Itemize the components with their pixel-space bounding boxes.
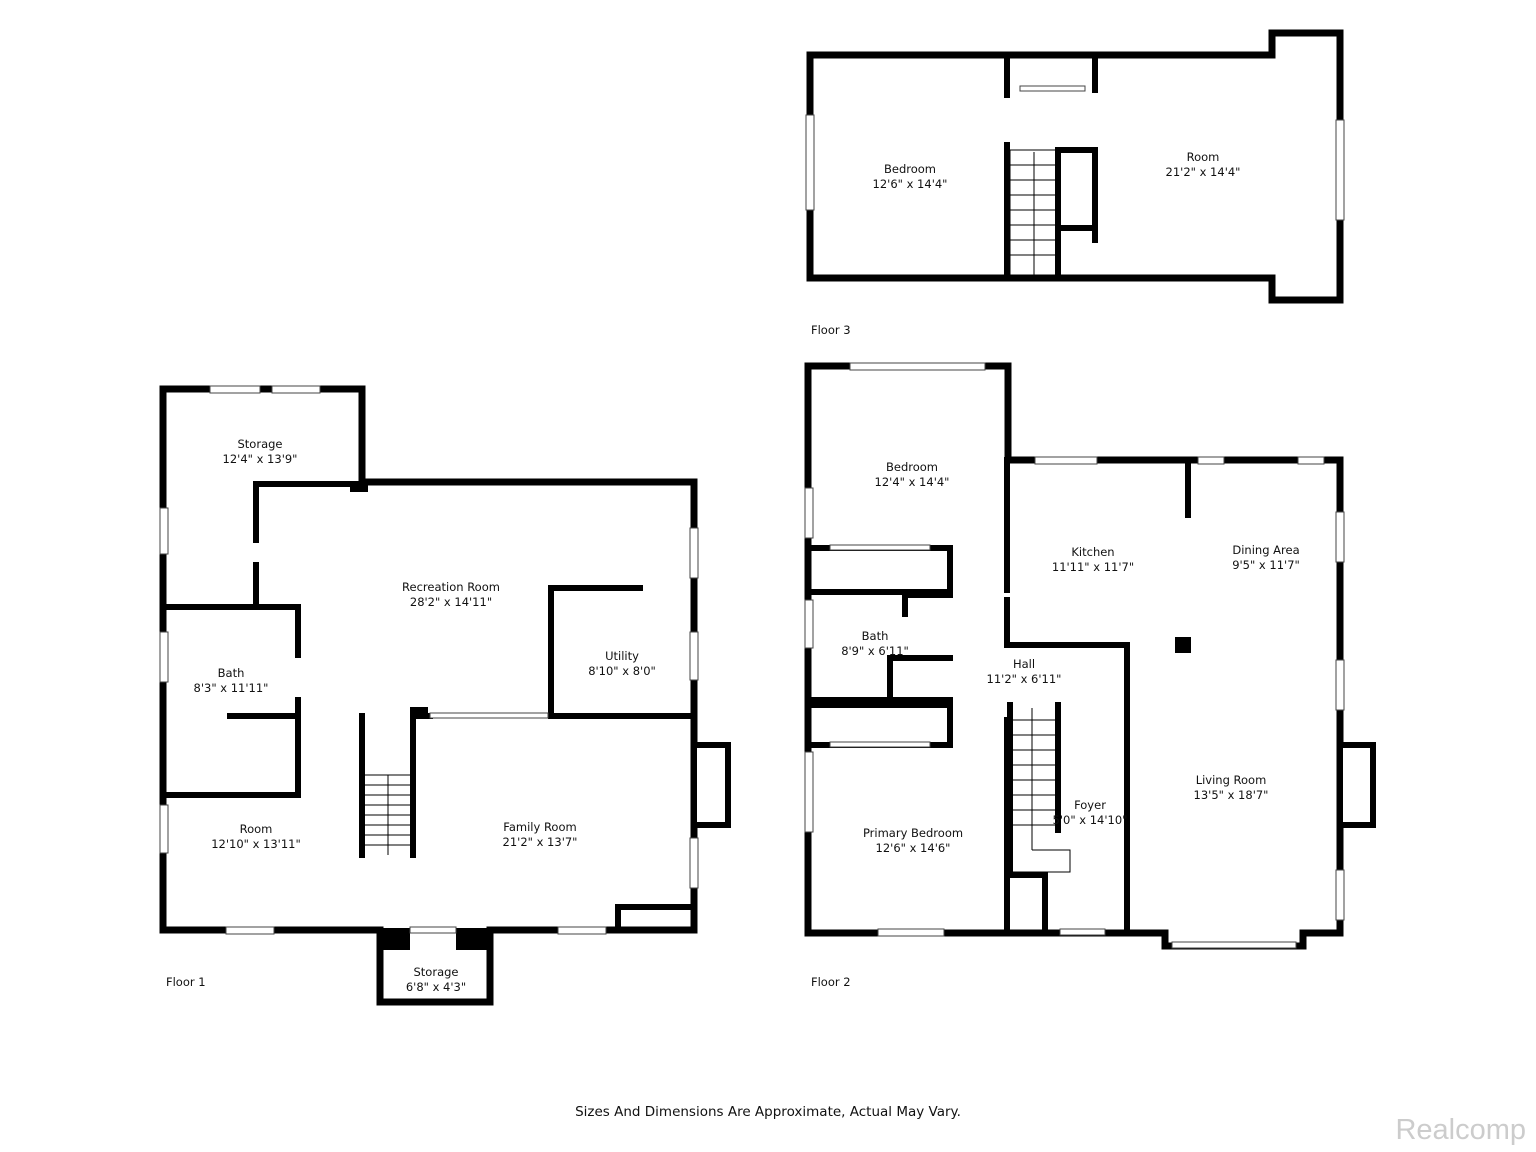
room-size: 12'4" x 14'4" [874,475,950,489]
room-size: 11'11" x 11'7" [1051,560,1135,574]
room-size: 8'9" x 6'11" [841,644,909,658]
room-name: Foyer [1074,798,1106,812]
room-name: Primary Bedroom [862,826,964,840]
room-size: 5'0" x 14'10" [1052,813,1128,827]
room-name: Storage [413,965,459,979]
floor-1-label: Floor 1 [166,975,206,989]
room-size: 6'8" x 4'3" [405,980,467,994]
floor-2-stairs [1013,708,1071,873]
disclaimer: Sizes And Dimensions Are Approximate, Ac… [575,1104,961,1120]
room-name: Bedroom [883,162,937,176]
floor-3-label: Floor 3 [811,323,851,337]
room-size: 28'2" x 14'11" [409,595,493,609]
room-name: Dining Area [1232,543,1300,557]
room-name: Bath [861,629,889,643]
room-name: Utility [605,649,639,663]
floor-1-stairs [365,774,410,855]
room-size: 8'3" x 11'11" [193,681,269,695]
floor-3-stairs [1009,149,1059,276]
room-size: 9'5" x 11'7" [1232,558,1300,572]
room-size: 12'6" x 14'4" [872,177,948,191]
floor-1-walls [159,385,731,1006]
room-name: Room [239,822,273,836]
room-name: Living Room [1195,773,1267,787]
room-name: Room [1186,150,1220,164]
room-size: 12'6" x 14'6" [875,841,951,855]
room-name: Storage [237,437,283,451]
room-size: 8'10" x 8'0" [588,664,656,678]
floor-2-walls [804,362,1376,950]
room-size: 12'10" x 13'11" [211,837,301,851]
room-size: 21'2" x 14'4" [1165,165,1241,179]
room-size: 11'2" x 6'11" [986,672,1062,686]
room-name: Bath [217,666,245,680]
room-name: Recreation Room [402,580,500,594]
room-name: Bedroom [885,460,939,474]
room-size: 12'4" x 13'9" [222,452,298,466]
floor-3-walls [805,29,1345,304]
floor-2-label: Floor 2 [811,975,851,989]
room-size: 13'5" x 18'7" [1193,788,1269,802]
room-name: Family Room [503,820,577,834]
watermark-logo: Realcomp [1395,1114,1526,1146]
room-size: 21'2" x 13'7" [502,835,578,849]
room-name: Hall [1012,657,1036,671]
room-name: Kitchen [1071,545,1115,559]
